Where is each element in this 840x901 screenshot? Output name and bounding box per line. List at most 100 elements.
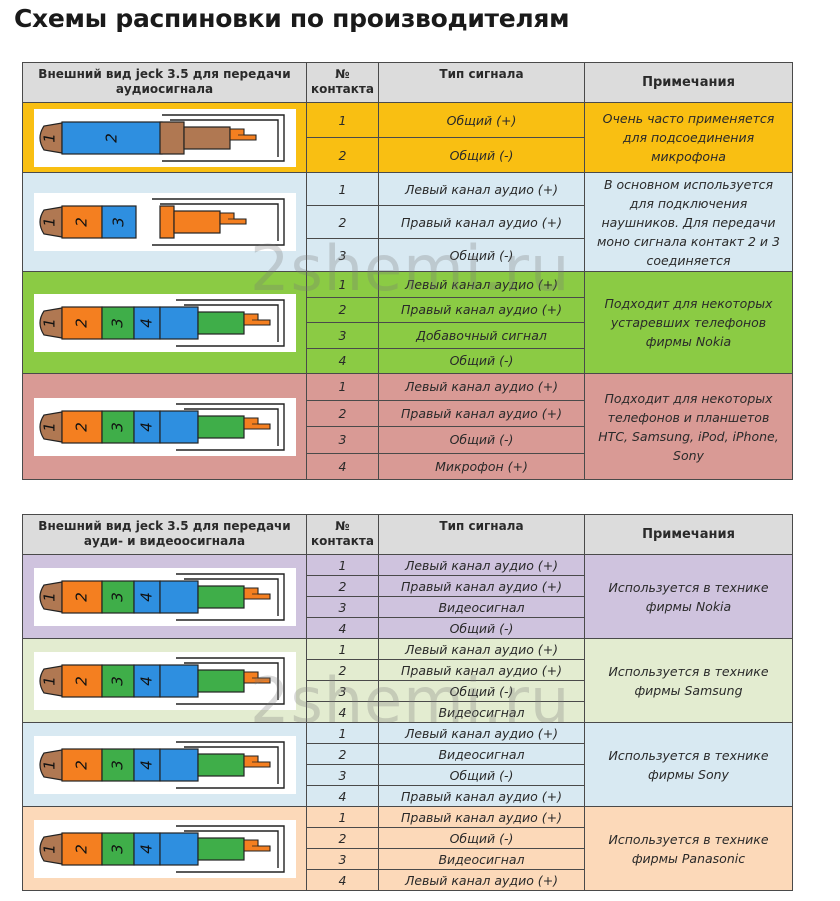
svg-text:4: 4 <box>137 844 155 854</box>
signal-type: Правый канал аудио (+) <box>378 399 585 427</box>
svg-text:2: 2 <box>72 318 90 328</box>
svg-text:3: 3 <box>108 318 126 328</box>
contact-number: 1 <box>306 271 379 298</box>
svg-text:1: 1 <box>40 133 58 143</box>
contact-number: 1 <box>306 102 379 138</box>
svg-text:2: 2 <box>72 422 90 432</box>
notes-cell: Используется в технике фирмы Sony <box>584 722 793 807</box>
signal-type: Левый канал аудио (+) <box>378 722 585 744</box>
svg-text:2: 2 <box>102 133 120 143</box>
signal-type: Общий (-) <box>378 764 585 786</box>
contact-number: 2 <box>306 296 379 323</box>
contact-number: 4 <box>306 617 379 639</box>
signal-type: Левый канал аудио (+) <box>378 869 585 891</box>
signal-type: Правый канал аудио (+) <box>378 296 585 323</box>
contact-number: 2 <box>306 399 379 427</box>
signal-type: Общий (-) <box>378 238 585 272</box>
jack-view-cell: 1 2 3 4 <box>22 722 307 807</box>
svg-text:3: 3 <box>109 217 127 227</box>
contact-number: 3 <box>306 238 379 272</box>
svg-text:3: 3 <box>108 676 126 686</box>
svg-text:1: 1 <box>40 844 58 854</box>
header-signal: Тип сигнала <box>378 514 585 555</box>
header-view: Внешний вид jeck 3.5 для передачи аудиос… <box>22 62 307 103</box>
contact-number: 4 <box>306 869 379 891</box>
contact-number: 1 <box>306 172 379 206</box>
header-contact: № контакта <box>306 62 379 103</box>
notes-cell: Очень часто применяется для подсоединени… <box>584 102 793 173</box>
contact-number: 2 <box>306 743 379 765</box>
notes-cell: Подходит для некоторых устаревших телефо… <box>584 271 793 374</box>
notes-cell: В основном используется для подключения … <box>584 172 793 272</box>
svg-text:3: 3 <box>108 422 126 432</box>
header-notes: Примечания <box>584 62 793 103</box>
contact-number: 1 <box>306 638 379 660</box>
contact-number: 3 <box>306 848 379 870</box>
contact-number: 2 <box>306 659 379 681</box>
svg-text:4: 4 <box>137 592 155 602</box>
signal-type: Видеосигнал <box>378 848 585 870</box>
svg-text:2: 2 <box>72 217 90 227</box>
svg-text:4: 4 <box>137 760 155 770</box>
header-notes: Примечания <box>584 514 793 555</box>
contact-number: 4 <box>306 452 379 480</box>
page-title: Схемы распиновки по производителям <box>14 4 570 33</box>
svg-text:2: 2 <box>72 592 90 602</box>
jack-plug-diagram: 1 2 3 <box>33 193 296 251</box>
contact-number: 2 <box>306 827 379 849</box>
svg-text:1: 1 <box>40 592 58 602</box>
signal-type: Общий (-) <box>378 137 585 173</box>
signal-type: Микрофон (+) <box>378 452 585 480</box>
contact-number: 3 <box>306 322 379 349</box>
signal-type: Общий (-) <box>378 827 585 849</box>
signal-type: Общий (+) <box>378 102 585 138</box>
contact-number: 1 <box>306 806 379 828</box>
signal-type: Правый канал аудио (+) <box>378 659 585 681</box>
notes-cell: Подходит для некоторых телефонов и планш… <box>584 373 793 480</box>
contact-number: 2 <box>306 205 379 239</box>
signal-type: Общий (-) <box>378 347 585 374</box>
video-pinout-table: Внешний вид jeck 3.5 для передачи ауди- … <box>22 514 793 891</box>
svg-text:4: 4 <box>137 676 155 686</box>
svg-text:1: 1 <box>40 217 58 227</box>
svg-text:2: 2 <box>72 760 90 770</box>
svg-text:2: 2 <box>72 844 90 854</box>
svg-text:3: 3 <box>108 760 126 770</box>
contact-number: 3 <box>306 680 379 702</box>
signal-type: Левый канал аудио (+) <box>378 172 585 206</box>
signal-type: Общий (-) <box>378 426 585 454</box>
contact-number: 4 <box>306 347 379 374</box>
header-contact: № контакта <box>306 514 379 555</box>
signal-type: Правый канал аудио (+) <box>378 785 585 807</box>
signal-type: Левый канал аудио (+) <box>378 373 585 401</box>
signal-type: Общий (-) <box>378 617 585 639</box>
svg-text:4: 4 <box>137 318 155 328</box>
header-signal: Тип сигнала <box>378 62 585 103</box>
contact-number: 3 <box>306 596 379 618</box>
signal-type: Добавочный сигнал <box>378 322 585 349</box>
svg-text:2: 2 <box>72 676 90 686</box>
svg-text:4: 4 <box>137 422 155 432</box>
signal-type: Левый канал аудио (+) <box>378 638 585 660</box>
svg-text:1: 1 <box>40 760 58 770</box>
signal-type: Видеосигнал <box>378 596 585 618</box>
contact-number: 4 <box>306 701 379 723</box>
audio-pinout-table: Внешний вид jeck 3.5 для передачи аудиос… <box>22 62 793 480</box>
jack-view-cell: 1 2 3 <box>22 172 307 272</box>
signal-type: Правый канал аудио (+) <box>378 205 585 239</box>
